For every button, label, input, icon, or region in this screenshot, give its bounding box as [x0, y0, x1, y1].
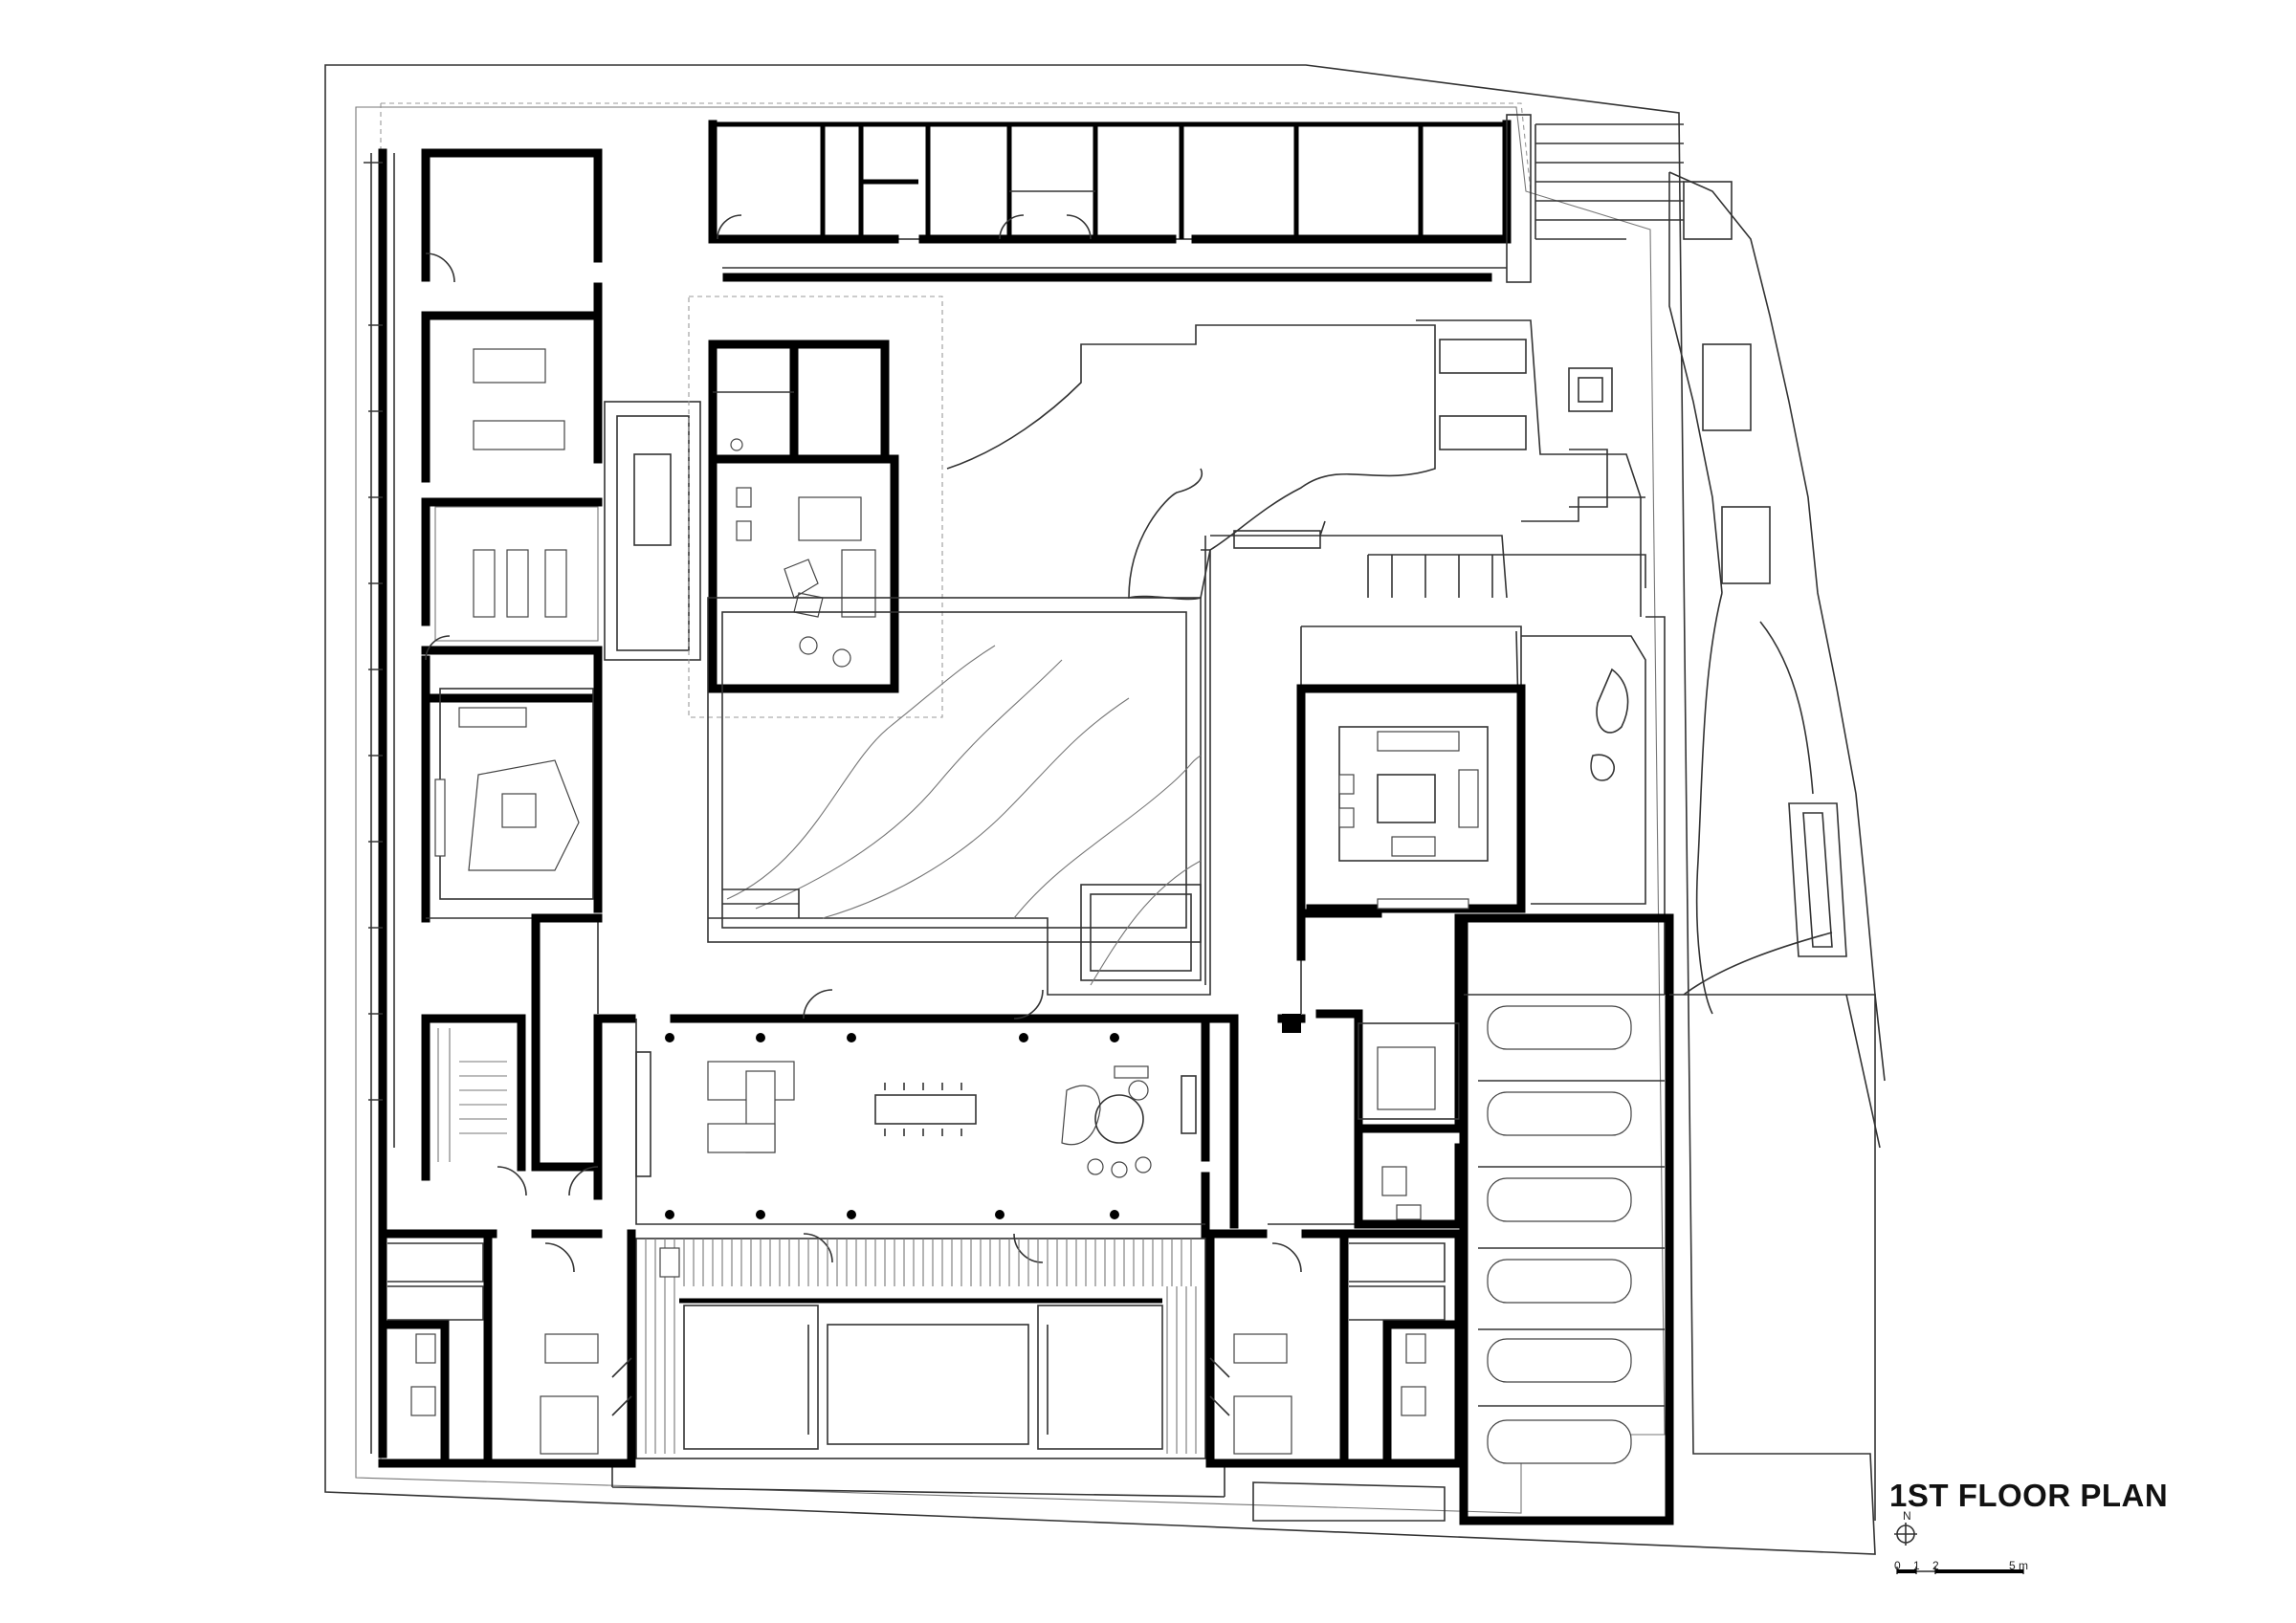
plan-title: 1ST FLOOR PLAN [1889, 1478, 2169, 1513]
main-hall [593, 989, 1210, 1263]
garage [1459, 913, 1876, 1525]
bedroom-southeast [1205, 1229, 1464, 1522]
scale-label-5m: 5 m [2009, 1559, 2029, 1572]
south-verandah [611, 1238, 1225, 1498]
scale-label-0: 0 [1894, 1559, 1901, 1572]
east-lounge [1296, 625, 1646, 961]
east-block [1205, 904, 1464, 1229]
pool-deck [604, 296, 943, 718]
east-terrace [1367, 319, 1666, 995]
entrance-steps [1534, 123, 1684, 240]
scale-bar [1896, 1567, 2024, 1574]
driveway [1668, 171, 1886, 1149]
west-wing [364, 148, 603, 1459]
scale-label-2: 2 [1932, 1559, 1939, 1572]
courtyard-pool [707, 324, 1508, 996]
service-wing [708, 114, 1532, 283]
pavilion [708, 340, 899, 693]
scale-label-1: 1 [1913, 1559, 1920, 1572]
north-arrow [1894, 1523, 1917, 1546]
site-boundary [324, 64, 1876, 1555]
north-label: N [1903, 1509, 1911, 1523]
bedroom-southwest [378, 1229, 636, 1468]
